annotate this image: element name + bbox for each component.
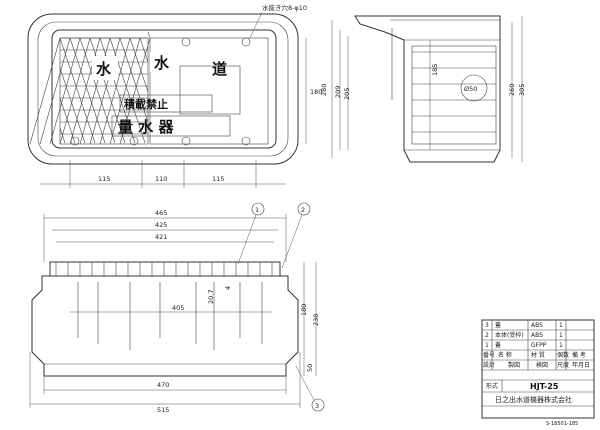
rib-line (119, 37, 151, 145)
svg-text:2: 2 (485, 332, 489, 339)
dim-425: 425 (155, 221, 167, 229)
bolt-hole (241, 37, 251, 47)
bolt-hole (181, 37, 191, 47)
svg-text:1: 1 (255, 206, 259, 214)
rib-line (129, 37, 149, 93)
circle-label: Ø50 (464, 85, 477, 93)
svg-text:備 考: 備 考 (572, 351, 586, 359)
svg-text:材 質: 材 質 (531, 351, 545, 359)
bolt-hole (241, 136, 251, 146)
svg-text:1: 1 (559, 322, 563, 329)
dim-405: 405 (172, 304, 184, 312)
rib-line (89, 37, 126, 144)
rib-line (79, 37, 111, 145)
rib-line (79, 37, 116, 144)
side-dim-185: 185 (431, 64, 439, 76)
rib-line (49, 37, 81, 145)
svg-text:本体(受枠): 本体(受枠) (495, 331, 524, 339)
rib-line (69, 37, 101, 145)
callout-3: 3 (295, 365, 325, 412)
svg-text:1: 1 (559, 342, 563, 349)
dim-230: 230 (312, 314, 320, 326)
dim-180-front: 180 (300, 304, 308, 316)
rib-line (109, 37, 146, 144)
rib-line (89, 37, 121, 145)
label-water-meter: 量 水 器 (118, 118, 174, 136)
drain-circle (460, 74, 488, 102)
rib-line (147, 31, 151, 39)
rib-line (119, 37, 149, 123)
rib-line (59, 127, 66, 144)
dim-115-right: 115 (212, 175, 224, 183)
dim-180-top: 180 (310, 88, 322, 96)
dim-470: 470 (157, 381, 169, 389)
model-label: 形式 (486, 382, 498, 390)
dim-421: 421 (155, 233, 167, 241)
label-sui-2: 水 (154, 54, 170, 72)
svg-text:尺度: 尺度 (557, 361, 569, 369)
rib-line (39, 37, 71, 145)
rib-line (59, 67, 86, 144)
rib-line (99, 37, 131, 145)
dim-50: 50 (306, 364, 314, 372)
top-view: 水 水 道 積載禁止 量 水 器 水抜き穴8-φ10 115 110 115 1… (27, 3, 322, 188)
side-dim-280: 280 (320, 84, 328, 96)
svg-text:GFPP: GFPP (531, 342, 547, 349)
label-sui-1: 水 (96, 60, 112, 78)
svg-text:個数: 個数 (557, 351, 569, 359)
hole-note: 水抜き穴8-φ10 (262, 3, 307, 12)
svg-text:名 称: 名 称 (498, 351, 512, 359)
side-dim-260: 260 (508, 84, 516, 96)
label-do: 道 (212, 60, 227, 78)
rib-line (69, 37, 106, 144)
svg-text:設計: 設計 (483, 361, 495, 369)
svg-text:3: 3 (485, 322, 489, 329)
dim-4: 4 (224, 286, 232, 290)
callout-1: 1 (237, 202, 265, 265)
title-block: 3 蓋 ABS 1 2 本体(受枠) ABS 1 1 蓋 GFPP 1 番号 名… (481, 319, 595, 427)
svg-text:製図: 製図 (508, 361, 520, 369)
svg-text:検図: 検図 (536, 361, 548, 369)
dim-20-7: 20.7 (207, 290, 215, 304)
svg-text:2: 2 (301, 206, 305, 214)
side-dim-305: 305 (518, 84, 526, 96)
bolt-hole (129, 136, 139, 146)
side-view: Ø50 280 209 205 185 260 305 (320, 15, 526, 163)
rib-line (59, 37, 91, 145)
rib-line (99, 37, 136, 144)
dim-465: 465 (155, 209, 167, 217)
bolt-hole (70, 136, 80, 146)
dim-115-left: 115 (98, 175, 110, 183)
rib-line (59, 97, 76, 144)
front-view: 465 425 421 405 20.7 4 180 230 50 (29, 202, 325, 414)
svg-text:1: 1 (559, 332, 563, 339)
drawing-number: S-18501-185 (546, 421, 578, 427)
side-dim-205: 205 (343, 88, 351, 100)
rib-line (29, 37, 61, 145)
callout-2: 2 (281, 202, 311, 269)
lattice-pattern (29, 31, 151, 145)
svg-text:3: 3 (315, 402, 319, 410)
rib-line (109, 37, 141, 145)
rib-line (59, 37, 96, 144)
svg-text:番号: 番号 (483, 352, 495, 359)
label-load-prohibited: 積載禁止 (123, 97, 168, 111)
svg-text:蓋: 蓋 (495, 341, 501, 349)
company-name: 日之出水道機器株式会社 (495, 395, 572, 404)
svg-text:年月日: 年月日 (572, 361, 590, 369)
svg-text:ABS: ABS (531, 322, 543, 329)
svg-text:1: 1 (485, 342, 489, 349)
side-dim-209: 209 (334, 86, 342, 98)
dim-110: 110 (155, 175, 167, 183)
svg-text:ABS: ABS (531, 332, 543, 339)
svg-text:蓋: 蓋 (495, 321, 501, 329)
dim-515: 515 (157, 406, 169, 414)
model-number: HJT-25 (530, 382, 559, 391)
bolt-hole (181, 136, 191, 146)
